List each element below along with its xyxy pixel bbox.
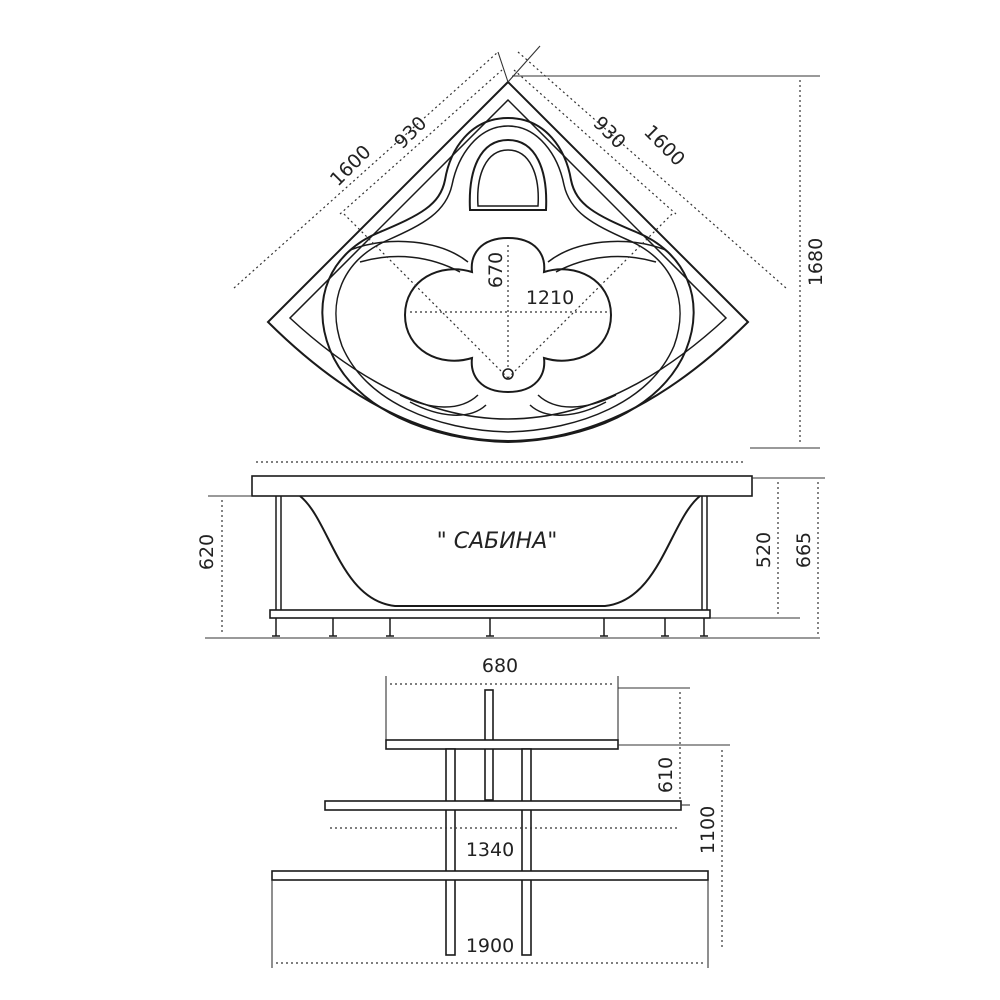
frame-mid-width-label: 1340 — [466, 839, 514, 861]
frame-legs — [272, 618, 708, 637]
tub-basin-inner-outline — [335, 125, 681, 433]
inner-diag-left-dim — [343, 213, 509, 379]
frame-crossbar-mid — [324, 800, 682, 811]
side-left-dim — [233, 51, 499, 289]
inner-right-dim — [513, 69, 677, 215]
leg-2 — [329, 618, 337, 637]
headrest-inner — [477, 149, 539, 207]
leg-3 — [386, 618, 394, 637]
seat-bottom-left — [399, 394, 487, 416]
top-view: 1600 930 930 1600 1680 670 1210 — [233, 45, 827, 449]
frame-bottom-width-label: 1900 — [466, 935, 514, 957]
leg-4 — [486, 618, 494, 637]
frame-base-side — [269, 609, 711, 619]
leg-1 — [272, 618, 280, 637]
top-height-label: 1680 — [805, 238, 827, 286]
seat-left — [349, 240, 469, 273]
side-height-left-label: 620 — [196, 534, 218, 570]
frame-rail-right — [521, 748, 532, 956]
tub-body-side — [299, 495, 701, 607]
frame-depth-total-label: 1100 — [697, 806, 719, 854]
basin-depth-label: 670 — [485, 252, 507, 288]
seat-bottom-right — [529, 394, 617, 416]
drain-icon — [502, 368, 514, 380]
tub-rim-outline — [288, 98, 728, 420]
product-label: " САБИНА" — [437, 529, 558, 554]
tub-basin-outline — [321, 116, 695, 444]
frame-rail-left — [445, 748, 456, 956]
seat-right — [547, 240, 667, 273]
leg-6 — [661, 618, 669, 637]
frame-plan-view: 680 1340 1900 610 1100 — [271, 655, 730, 968]
frame-crossbar-bottom — [271, 870, 709, 881]
tub-outer-outline — [266, 80, 750, 442]
headrest-outline — [468, 138, 548, 211]
frame-top-width-label: 680 — [482, 655, 518, 677]
frame-crossbar-top — [385, 739, 619, 750]
top-inner-right-label: 930 — [589, 112, 630, 153]
frame-depth-short-label: 610 — [655, 757, 677, 793]
top-side-right-label: 1600 — [639, 121, 689, 171]
leg-7 — [700, 618, 708, 637]
central-basin-outline — [403, 236, 613, 394]
side-right-dim — [517, 51, 787, 289]
top-inner-left-label: 930 — [390, 112, 431, 153]
ext-right-a — [507, 45, 541, 83]
ext-left-a — [497, 51, 509, 83]
basin-width-label: 1210 — [526, 287, 574, 309]
side-height-inner-label: 520 — [753, 532, 775, 568]
inner-left-dim — [339, 69, 503, 215]
side-height-total-label: 665 — [793, 532, 815, 568]
leg-5 — [600, 618, 608, 637]
inner-diag-right-dim — [507, 213, 673, 379]
side-view: " САБИНА" 620 520 665 — [196, 461, 825, 639]
tub-rim-side — [251, 475, 753, 497]
